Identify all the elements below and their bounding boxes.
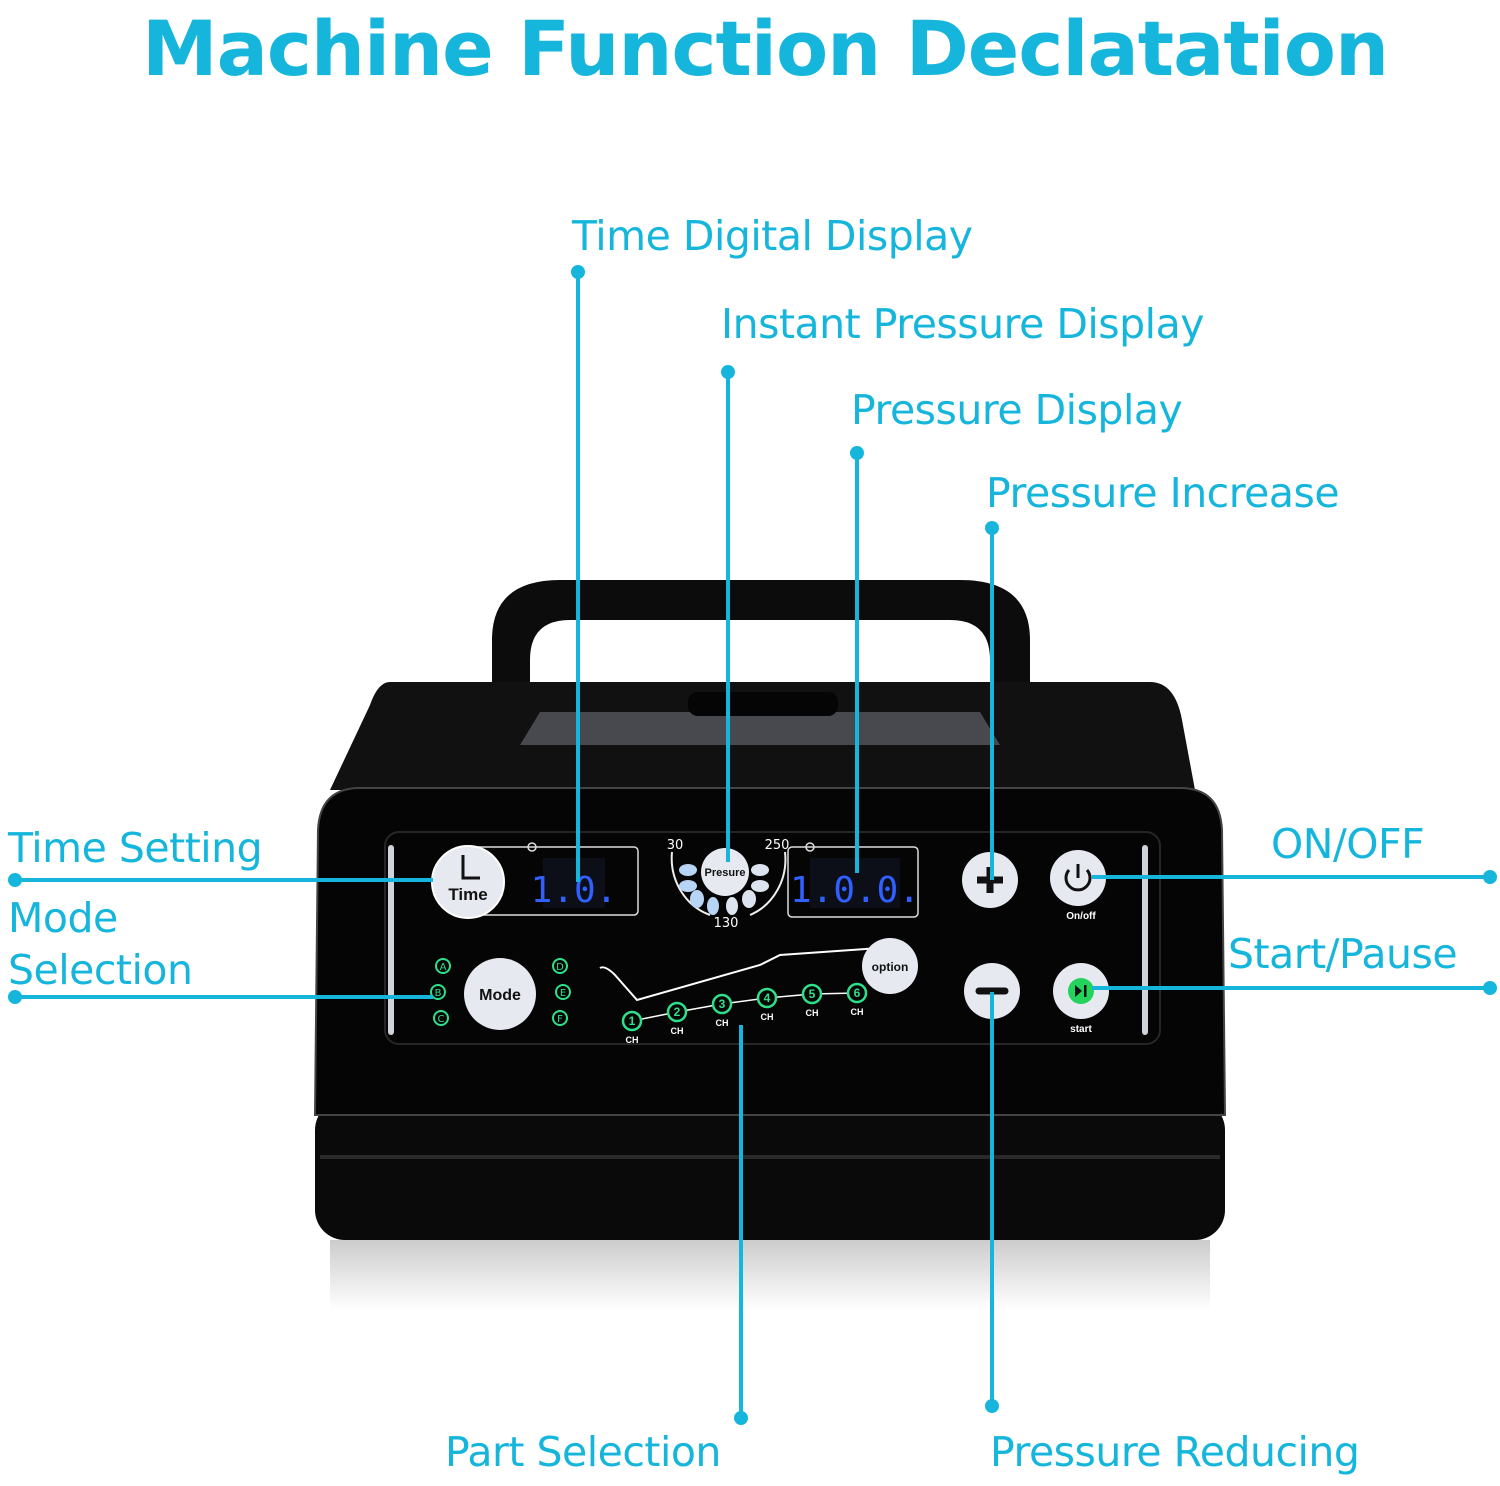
mode-led-E [555,984,571,1000]
pressure-button[interactable] [701,848,749,896]
label-part-selection: Part Selection [445,1428,721,1476]
mode-letter: A [440,962,447,973]
channel-label: CH [761,1012,774,1022]
mode-led-B [430,984,446,1000]
mode-indicators: A B C D E F [430,958,571,1026]
time-digital-display: 1.0. [531,870,618,911]
channel-label: CH [626,1035,639,1045]
callout-dot [8,873,22,887]
channel-number: 4 [764,991,771,1005]
page-title: Machine Function Declatation [141,4,1389,93]
callout-dot [721,365,735,379]
time-button[interactable] [431,845,505,919]
label-start-pause: Start/Pause [1228,930,1458,978]
channel-4-led[interactable] [756,987,778,1009]
channel-number: 2 [674,1005,681,1019]
clock-icon [461,855,480,880]
pressure-button-label: Presure [705,867,746,879]
mode-button-label: Mode [479,987,521,1004]
channel-2-led[interactable] [666,1001,688,1023]
callout-dot [8,990,22,1004]
start-label: start [1070,1024,1092,1035]
pressure-digital-display: 1.0.0. [790,870,920,911]
label-time-digital-display: Time Digital Display [572,212,973,260]
channel-label: CH [806,1008,819,1018]
pressure-level-leds [679,864,769,915]
mode-led-F [552,1010,568,1026]
mode-letter: D [556,962,564,973]
callout-dot [985,1399,999,1413]
channel-1-led[interactable] [621,1010,643,1032]
mode-led-D [552,958,568,974]
mode-letter: C [438,1014,445,1025]
leg-outline [599,947,881,1002]
channel-label: CH [671,1026,684,1036]
label-mode-selection-1: Mode [8,894,118,942]
mode-led-A [435,958,451,974]
play-pause-icon [1075,985,1087,997]
label-pressure-display: Pressure Display [851,386,1183,434]
mode-button[interactable] [464,958,536,1030]
callout-dot [1483,870,1497,884]
channel-label: CH [851,1007,864,1017]
callout-dot [734,1411,748,1425]
label-time-setting: Time Setting [8,824,263,872]
time-button-label: Time [448,885,487,904]
gauge-max: 250 [765,838,790,853]
label-pressure-increase: Pressure Increase [986,469,1340,517]
power-icon [1064,864,1092,892]
label-pressure-reducing: Pressure Reducing [990,1428,1360,1476]
gauge-mid: 130 [714,916,739,931]
carry-handle [492,580,1030,790]
channel-number: 1 [629,1014,636,1028]
mode-led-C [433,1010,449,1026]
channel-label: CH [716,1018,729,1028]
label-mode-selection-2: Selection [8,946,193,994]
callout-dot [1483,981,1497,995]
mode-letter: B [435,988,442,999]
channel-5-led[interactable] [801,983,823,1005]
machine-base [315,1100,1225,1240]
callout-dot [850,446,864,460]
channel-3-led[interactable] [711,993,733,1015]
mode-letter: E [560,988,566,999]
channel-number: 6 [854,986,861,1000]
callout-dot [571,265,585,279]
mode-letter: F [557,1014,563,1025]
label-instant-pressure-display: Instant Pressure Display [721,300,1204,348]
option-button-label: option [872,960,909,974]
callout-dot [985,521,999,535]
channel-number: 3 [719,997,726,1011]
channel-6-led[interactable] [846,982,868,1004]
option-button[interactable] [862,938,918,994]
gauge-min: 30 [667,838,684,853]
label-on-off: ON/OFF [1271,820,1425,868]
channel-number: 5 [809,987,816,1001]
onoff-label: On/off [1066,911,1096,922]
machine-reflection [330,1240,1210,1310]
